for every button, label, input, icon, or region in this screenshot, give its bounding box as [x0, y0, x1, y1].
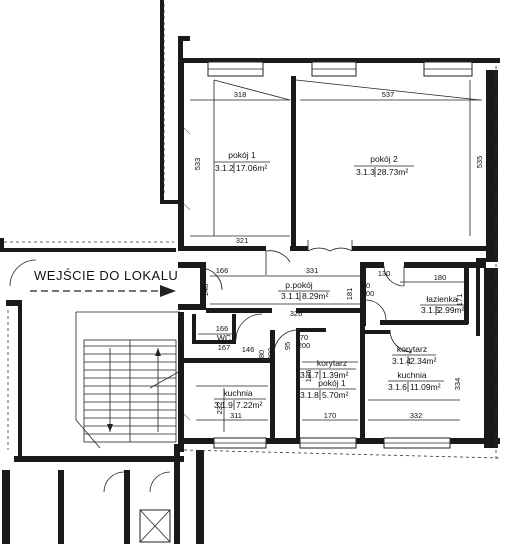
dimension-label: 321 — [236, 236, 249, 245]
room-number: 3.1.1 — [281, 291, 300, 301]
room-labels: pokój 1 3.1.2 17.06m² pokój 2 3.1.3 28.7… — [214, 150, 466, 410]
dimension-labels: 318 537 533 535 321 166 331 130 180 148 … — [193, 90, 484, 420]
room-area: 5.70m² — [322, 390, 349, 400]
entrance: WEJŚCIE DO LOKALU — [30, 268, 178, 297]
room-name: p.pokój — [285, 280, 313, 290]
walls — [0, 0, 500, 544]
room-number: 3.1.7 — [300, 370, 319, 380]
room-number: 3.1.5 — [421, 305, 440, 315]
entrance-label: WEJŚCIE DO LOKALU — [34, 268, 178, 283]
room-area: 2.99m² — [438, 305, 465, 315]
room-name: łazienka — [426, 294, 457, 304]
room-korytarz1: korytarz 3.1.7 1.39m² — [300, 358, 356, 380]
dimension-label: 70 — [300, 333, 308, 342]
room-area: 17.06m² — [236, 163, 267, 173]
room-kuchnia2: kuchnia 3.1.6 11.09m² — [388, 370, 444, 392]
room-area: 7.22m² — [236, 400, 263, 410]
room-name: korytarz — [397, 344, 427, 354]
room-area: 2.34m² — [410, 356, 437, 366]
room-name: pokój 1 — [318, 378, 346, 388]
staircase — [75, 311, 183, 543]
room-wc: WC — [217, 333, 231, 343]
room-ppokoj: p.pokój 3.1.1 8.29m² — [278, 280, 330, 301]
boundary-hatching — [4, 4, 501, 460]
dimension-label: 200 — [362, 289, 375, 298]
room-pokoj1b: pokój 1 3.1.8 5.70m² — [300, 378, 356, 400]
dimension-label: 135 — [304, 370, 313, 383]
room-pokoj1: pokój 1 3.1.2 17.06m² — [214, 150, 270, 173]
dimension-label: 200 — [266, 348, 275, 361]
dimension-label: 537 — [382, 90, 395, 99]
dimension-label: 70 — [362, 281, 370, 290]
room-area: 8.29m² — [302, 291, 329, 301]
dimension-label: 326 — [290, 309, 303, 318]
room-number: 3.1.3 — [356, 167, 375, 177]
dimension-label: 95 — [283, 342, 292, 350]
dimension-lines — [190, 79, 482, 432]
room-name: korytarz — [317, 358, 347, 368]
room-lazienka: łazienka 3.1.5 2.99m² — [420, 294, 466, 315]
dimension-label: 171 — [455, 294, 464, 307]
dimension-label: 80 — [257, 350, 266, 358]
entrance-arrow-icon — [160, 285, 176, 297]
dimension-label: 181 — [345, 288, 354, 301]
room-area: 11.09m² — [410, 382, 441, 392]
dimension-label: 200 — [298, 341, 311, 350]
room-korytarz2: korytarz 3.1.4 2.34m² — [392, 344, 437, 366]
room-pokoj2: pokój 2 3.1.3 28.73m² — [354, 154, 414, 177]
dimension-label: 332 — [410, 411, 423, 420]
dimension-label: 232 — [215, 402, 224, 415]
dimension-label: 180 — [434, 273, 447, 282]
room-name: kuchnia — [223, 388, 253, 398]
dimension-label: 170 — [324, 411, 337, 420]
dimension-label: 166 — [216, 266, 229, 275]
room-number: 3.1.8 — [300, 390, 319, 400]
dimension-label: 167 — [218, 343, 231, 352]
dimension-label: 148 — [201, 284, 210, 297]
dimension-label: 334 — [453, 378, 462, 391]
dimension-label: 311 — [230, 411, 242, 420]
doors — [9, 240, 413, 493]
room-name: WC — [217, 333, 231, 343]
room-kuchnia1: kuchnia 3.1.9 7.22m² — [214, 388, 266, 410]
room-name: pokój 2 — [370, 154, 398, 164]
room-number: 3.1.4 — [392, 356, 411, 366]
dimension-label: 130 — [378, 269, 391, 278]
dimension-label: 331 — [306, 266, 319, 275]
dimension-label: 318 — [234, 90, 247, 99]
dimension-label: 166 — [216, 324, 229, 333]
room-area: 1.39m² — [322, 370, 349, 380]
room-name: kuchnia — [397, 370, 427, 380]
dimension-label: 146 — [242, 345, 255, 354]
room-number: 3.1.6 — [388, 382, 407, 392]
room-number: 3.1.2 — [215, 163, 234, 173]
room-number: 3.1.9 — [214, 400, 233, 410]
dimension-label: 535 — [475, 156, 484, 169]
room-name: pokój 1 — [228, 150, 256, 160]
dimension-label: 533 — [193, 158, 202, 171]
room-area: 28.73m² — [377, 167, 408, 177]
